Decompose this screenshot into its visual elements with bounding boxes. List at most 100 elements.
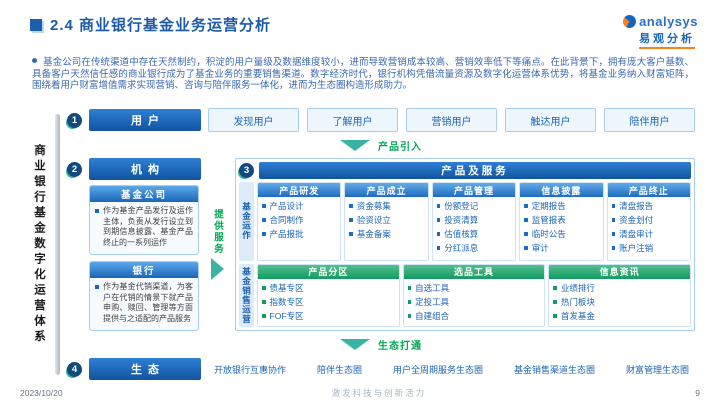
sales-item: 债基专区 — [262, 282, 395, 294]
ops-item-label: 定期报告 — [531, 201, 566, 211]
ops-item-label: 产品报批 — [269, 229, 304, 239]
square-bullet-icon — [262, 286, 266, 290]
ecosystem-item: 基金销售渠道生态圈 — [513, 364, 595, 375]
square-bullet-icon — [262, 218, 266, 222]
ops-item: 分红派息 — [436, 242, 511, 254]
brand-logo: analysys 易观分析 — [623, 14, 698, 49]
ecosystem-items: 开放银行互惠协作 陪伴生态圈 用户全周期服务生态圈 基金销售渠道生态圈 财富管理… — [208, 363, 695, 376]
fund-operation-row: 基金运作 产品研发 产品设计 合同制作 产品报批 — [239, 182, 691, 261]
products-header: 产品及服务 — [259, 162, 691, 179]
ops-item: 资金募集 — [349, 200, 423, 212]
square-bullet-icon — [436, 246, 441, 250]
ops-item-label: 资金募集 — [356, 201, 391, 211]
ops-column-items: 份额登记 投资清算 估值核算 分红派息 — [433, 197, 515, 257]
user-item: 了解用户 — [307, 108, 398, 132]
sales-column-title: 选品工具 — [403, 264, 545, 279]
square-bullet-icon — [611, 218, 616, 222]
square-bullet-icon — [611, 246, 616, 250]
provide-service-connector: 提供服务 — [202, 158, 232, 331]
ops-item: 验资设立 — [349, 214, 423, 226]
ops-item: 投资清算 — [436, 214, 511, 226]
ops-column-rd: 产品研发 产品设计 合同制作 产品报批 — [257, 182, 342, 261]
sales-column-items: 债基专区 指数专区 FOF专区 — [258, 279, 399, 325]
ops-item-label: 审计 — [531, 243, 549, 253]
ecosystem-row: 4 生态 开放银行互惠协作 陪伴生态圈 用户全周期服务生态圈 基金销售渠道生态圈… — [67, 357, 695, 381]
framework-diagram: 商业银行基金数字化运营体系 1 用户 发现用户 了解用户 营销用户 触达用户 陪… — [30, 108, 695, 381]
bank-card-title: 银行 — [90, 262, 198, 278]
step-number-4: 4 — [67, 361, 82, 377]
sales-column-title: 信息资讯 — [549, 264, 690, 279]
square-bullet-icon — [611, 232, 616, 236]
bank-card: 银行 作为基金代销渠道，为客户在代销的情景下就产品申购、赎回、管理等方面提供与之… — [89, 261, 199, 331]
ops-item: 份额登记 — [436, 200, 511, 212]
square-bullet-icon — [524, 204, 528, 208]
square-bullet-icon — [553, 300, 557, 304]
slide-footer: 2023/10/20 激发科技与创新活力 9 — [20, 387, 700, 399]
user-item: 触达用户 — [505, 108, 596, 132]
ops-item-label: 清盘审计 — [619, 229, 654, 239]
ops-column-title: 产品成立 — [345, 183, 428, 197]
sales-item-label: FOF专区 — [269, 310, 304, 321]
user-items: 发现用户 了解用户 营销用户 触达用户 陪伴用户 — [208, 108, 695, 132]
user-item: 发现用户 — [208, 108, 299, 132]
ecosystem-item: 用户全周期服务生态圈 — [392, 364, 483, 375]
ecosystem-arrow-label: 生态打通 — [378, 340, 422, 352]
sales-item-label: 首发基金 — [560, 310, 595, 321]
diagram-rows: 1 用户 发现用户 了解用户 营销用户 触达用户 陪伴用户 产品引入 — [67, 108, 695, 381]
fund-operation-side-label: 基金运作 — [239, 182, 254, 261]
ops-column-title: 信息披露 — [520, 183, 603, 197]
ops-item-label: 分红派息 — [444, 243, 479, 253]
step-number-1: 1 — [67, 112, 82, 128]
ops-column-establish: 产品成立 资金募集 验资设立 基金备案 — [344, 182, 429, 261]
sales-item-label: 定投工具 — [415, 296, 450, 307]
user-row: 1 用户 发现用户 了解用户 营销用户 触达用户 陪伴用户 — [67, 108, 695, 132]
square-bullet-icon — [524, 232, 528, 236]
ops-item: 基金备案 — [349, 228, 423, 240]
analysys-logo-icon — [623, 15, 637, 28]
step-number-2: 2 — [67, 161, 82, 177]
ops-item-label: 份额登记 — [444, 201, 479, 211]
user-row-header: 用户 — [89, 109, 201, 131]
square-bullet-icon — [553, 314, 557, 318]
middle-band: 2 机构 基金公司 作为基金产品发行及运作主体，负责从发行设立到到期信息披露、基… — [67, 158, 695, 331]
product-intro-arrow-row: 产品引入 — [67, 135, 695, 155]
square-bullet-icon — [95, 209, 99, 213]
ops-item: 产品报批 — [262, 228, 336, 240]
ops-item: 定期报告 — [524, 200, 598, 212]
products-header-row: 3 产品及服务 — [239, 162, 691, 179]
square-bullet-icon — [407, 300, 412, 304]
square-bullet-icon — [436, 232, 441, 236]
square-bullet-icon — [95, 285, 99, 289]
title-block: 2.4 商业银行基金业务运营分析 — [30, 14, 271, 35]
fund-company-card: 基金公司 作为基金产品发行及运作主体，负责从发行设立到到期信息披露、基金产品终止… — [89, 185, 199, 255]
square-bullet-icon — [524, 218, 528, 222]
ops-column-items: 产品设计 合同制作 产品报批 — [258, 197, 340, 243]
logo-sub-text: 易观分析 — [639, 30, 696, 49]
organization-cards: 基金公司 作为基金产品发行及运作主体，负责从发行设立到到期信息披露、基金产品终止… — [89, 185, 199, 331]
ops-item-label: 投资清算 — [444, 215, 479, 225]
ops-item: 临时公告 — [524, 228, 598, 240]
square-bullet-icon — [611, 204, 616, 208]
sales-item: 指数专区 — [262, 296, 395, 308]
ops-item-label: 清盘报告 — [619, 201, 654, 211]
square-bullet-icon — [262, 204, 266, 208]
ops-item-label: 基金备案 — [356, 229, 391, 239]
square-bullet-icon — [262, 232, 266, 236]
fund-company-card-desc: 作为基金产品发行及运作主体，负责从发行设立到到期信息披露、基金产品终止的一系列运… — [103, 206, 193, 247]
bank-card-desc: 作为基金代销渠道，为客户在代销的情景下就产品申购、赎回、管理等方面提供与之适配的… — [103, 282, 193, 323]
footer-page-number: 9 — [695, 388, 700, 398]
sales-item-label: 热门板块 — [560, 296, 595, 307]
organization-header-row: 2 机构 — [67, 158, 201, 180]
sales-item-label: 业绩排行 — [560, 282, 595, 293]
fund-operation-grid: 产品研发 产品设计 合同制作 产品报批 产品成立 资金募集 — [257, 182, 691, 261]
sales-column-zones: 产品分区 债基专区 指数专区 FOF专区 — [257, 263, 400, 327]
sales-item: 业绩排行 — [553, 282, 686, 294]
ops-column-title: 产品管理 — [432, 183, 516, 197]
right-arrow-icon — [210, 258, 224, 280]
sales-item-label: 指数专区 — [269, 296, 304, 307]
ops-item: 账户注销 — [611, 242, 686, 254]
diagram-side-label: 商业银行基金数字化运营体系 — [33, 143, 45, 346]
ops-column-termination: 产品终止 清盘报告 资金划付 清盘审计 账户注销 — [606, 182, 691, 261]
footer-date: 2023/10/20 — [20, 388, 63, 398]
ops-item: 资金划付 — [611, 214, 686, 226]
